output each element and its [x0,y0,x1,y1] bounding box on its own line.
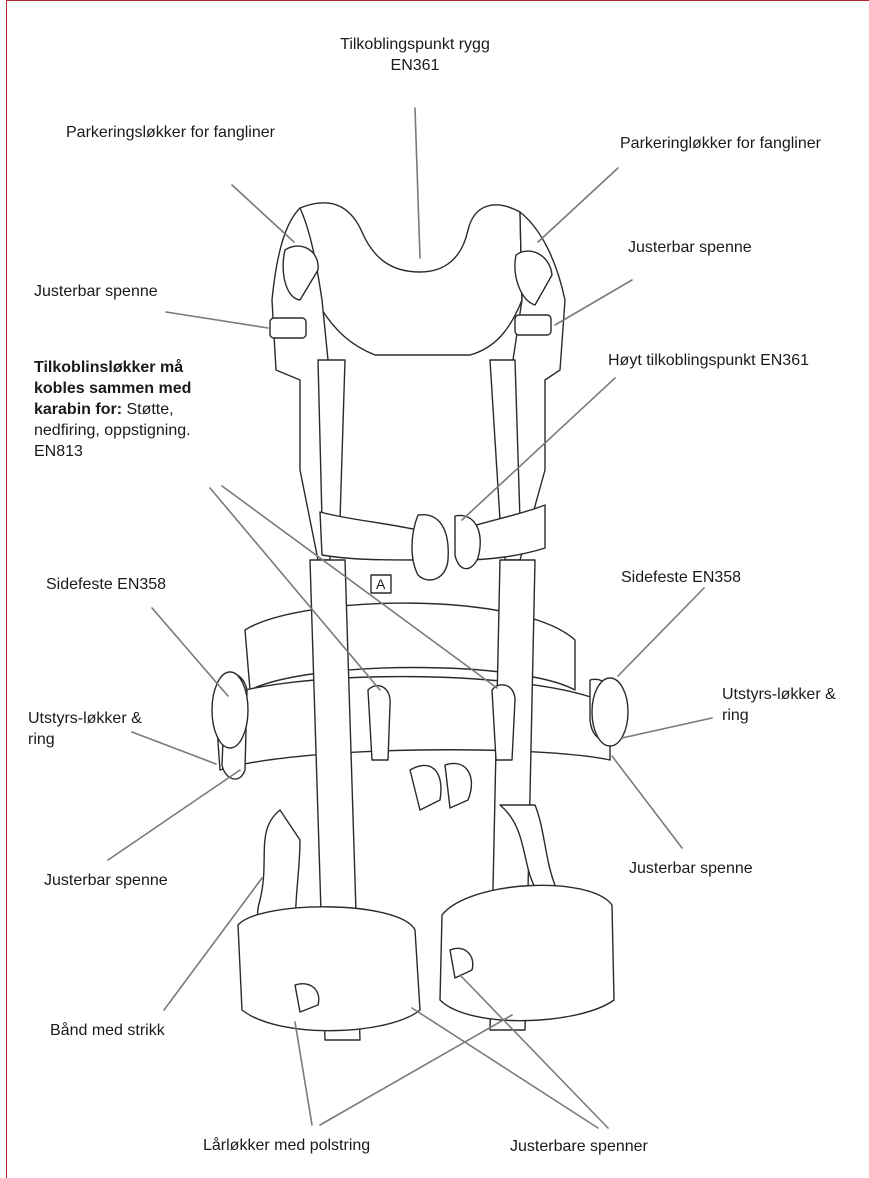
label-high-attachment: Høyt tilkoblingspunkt EN361 [608,350,809,371]
leader-buckle-left-top [166,312,268,328]
waist-belt-lower [215,677,610,770]
chest-loop-left [320,512,420,560]
center-loop-right [492,685,515,760]
leader-buckle-right-top [555,280,632,325]
label-connection-loops-line5: EN813 [34,441,254,462]
leader-buckle-left-bottom [108,770,240,860]
right-side-ring [592,678,628,746]
label-gear-loops-left: Utstyrs-løkker & ring [28,708,142,750]
left-shoulder-buckle [270,318,306,338]
label-connection-loops-bold-1: Tilkoblinsløkker må [34,359,183,376]
label-side-attachment-right: Sidefeste EN358 [621,567,741,588]
leader-gear-right [622,718,712,738]
label-leg-loops: Lårløkker med polstring [203,1135,370,1156]
leader-parking-right [538,168,618,242]
sternal-buckle-left [412,515,448,580]
label-gear-loops-right-line2: ring [722,705,836,726]
label-adjustable-buckle-left-bottom: Justerbar spenne [44,870,168,891]
label-adjustable-buckles: Justerbare spenner [510,1136,648,1157]
leader-buckle-right-bottom [612,756,682,848]
label-adjustable-buckle-right-bottom: Justerbar spenne [629,858,753,879]
center-loop-left [368,686,390,760]
label-elastic-strap: Bånd med strikk [50,1020,165,1041]
label-connection-loops-bold-3: karabin for: [34,401,122,418]
label-back-attachment-line2: EN361 [305,55,525,76]
leader-leg-left [295,1022,312,1125]
sternal-tag-letter: A [376,574,385,595]
label-parking-loops-right: Parkeringløkker for fangliner [620,133,821,154]
sternal-buckle-right [455,515,480,568]
leader-side-right [618,588,704,676]
label-gear-loops-left-line2: ring [28,729,142,750]
leader-gear-left [132,732,216,764]
label-connection-loops-bold-2: kobles sammen med [34,380,191,397]
label-side-attachment-left: Sidefeste EN358 [46,574,166,595]
label-gear-loops-right-line1: Utstyrs-løkker & [722,684,836,705]
label-parking-loops-left: Parkeringsløkker for fangliner [66,122,275,143]
leader-side-left [152,608,228,696]
back-pad [300,203,522,355]
label-adjustable-buckle-right-top: Justerbar spenne [628,237,752,258]
label-adjustable-buckle-left-top: Justerbar spenne [34,281,158,302]
leader-parking-left [232,185,294,242]
label-connection-loops-line4: nedfiring, oppstigning. [34,420,254,441]
label-connection-loops: Tilkoblinsløkker må kobles sammen med ka… [34,357,254,462]
label-back-attachment: Tilkoblingspunkt rygg EN361 [305,34,525,76]
label-gear-loops-right: Utstyrs-løkker & ring [722,684,836,726]
belt-buckle-left [410,765,441,810]
left-chest-strap [318,360,345,520]
label-connection-loops-rest-3: Støtte, [122,401,174,418]
leader-back-attachment [415,108,420,258]
right-shoulder-buckle [515,315,551,335]
label-gear-loops-left-line1: Utstyrs-løkker & [28,708,142,729]
belt-buckle-right [445,763,471,808]
label-back-attachment-line1: Tilkoblingspunkt rygg [305,34,525,55]
left-leg-loop [238,907,420,1031]
right-chest-strap [490,360,520,520]
